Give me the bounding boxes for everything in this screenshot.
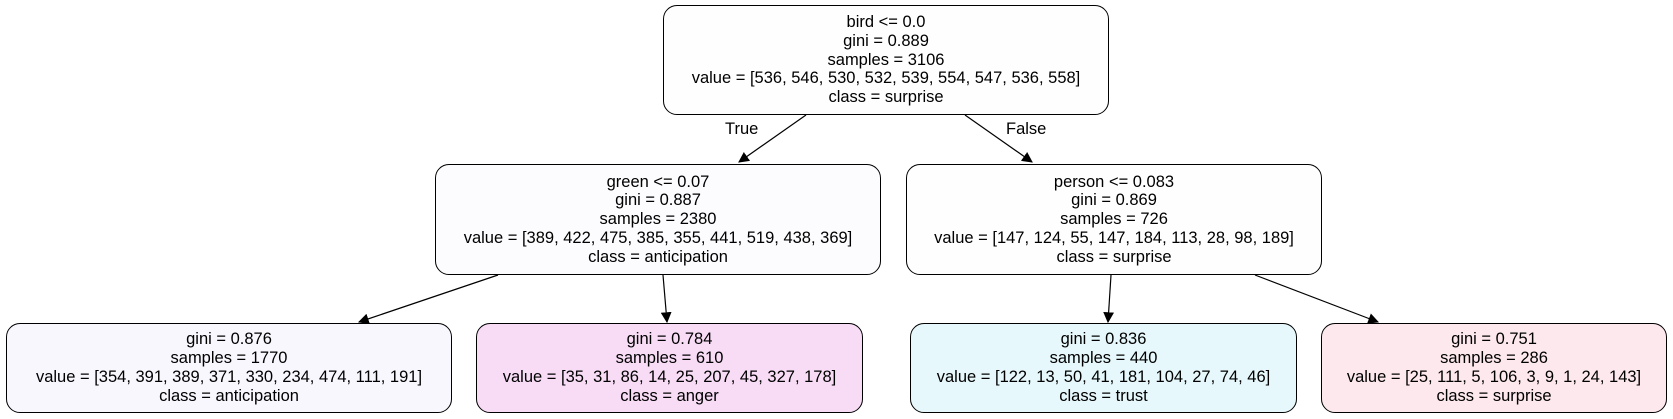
class-distribution: value = [122, 13, 50, 41, 181, 104, 27, … (936, 368, 1271, 386)
split-condition: person <= 0.083 (1053, 172, 1175, 191)
split-condition: green <= 0.07 (606, 172, 710, 191)
class-label: class = anger (620, 386, 719, 405)
edge-green-to-leaf2 (660, 274, 672, 324)
gini-value: gini = 0.751 (1451, 330, 1537, 349)
sample-count: samples = 726 (1060, 210, 1168, 229)
person-split-node: person <= 0.083 gini = 0.869 samples = 7… (906, 164, 1322, 275)
gini-value: gini = 0.836 (1060, 330, 1147, 349)
leaf-node: gini = 0.784 samples = 610 value = [35, … (476, 323, 863, 413)
gini-value: gini = 0.869 (1071, 191, 1157, 210)
sample-count: samples = 440 (1049, 349, 1158, 368)
class-label: class = surprise (1056, 247, 1172, 266)
class-label: class = anticipation (588, 247, 728, 266)
sample-count: samples = 3106 (827, 50, 945, 69)
edge-label-false: False (1006, 120, 1047, 138)
edge-green-to-leaf1 (357, 274, 499, 325)
edge-label-true: True (725, 120, 759, 138)
gini-value: gini = 0.876 (186, 330, 272, 349)
gini-value: gini = 0.784 (626, 330, 713, 349)
edge-root-to-person (964, 114, 1033, 163)
edge-root-to-green (738, 114, 807, 163)
class-label: class = surprise (828, 88, 944, 107)
split-condition: bird <= 0.0 (846, 13, 926, 31)
sample-count: samples = 610 (615, 349, 724, 368)
class-distribution: value = [389, 422, 475, 385, 355, 441, 5… (463, 228, 853, 247)
leaf-node: gini = 0.836 samples = 440 value = [122,… (910, 323, 1297, 413)
sample-count: samples = 1770 (170, 349, 288, 368)
leaf-node: gini = 0.876 samples = 1770 value = [354… (6, 323, 452, 413)
edge-person-to-leaf3 (1103, 274, 1115, 324)
class-label: class = anticipation (159, 386, 299, 405)
sample-count: samples = 286 (1440, 349, 1548, 368)
gini-value: gini = 0.889 (843, 31, 929, 50)
edge-person-to-leaf4 (1254, 274, 1380, 324)
class-label: class = trust (1059, 386, 1148, 405)
class-distribution: value = [25, 111, 5, 106, 3, 9, 1, 24, 1… (1346, 368, 1642, 386)
class-distribution: value = [354, 391, 389, 371, 330, 234, 4… (35, 368, 423, 386)
gini-value: gini = 0.887 (615, 191, 701, 210)
green-split-node: green <= 0.07 gini = 0.887 samples = 238… (435, 164, 881, 275)
class-distribution: value = [536, 546, 530, 532, 539, 554, 5… (691, 69, 1081, 88)
leaf-node: gini = 0.751 samples = 286 value = [25, … (1321, 323, 1667, 413)
root-node: bird <= 0.0 gini = 0.889 samples = 3106 … (663, 5, 1109, 115)
class-label: class = surprise (1436, 386, 1552, 405)
class-distribution: value = [35, 31, 86, 14, 25, 207, 45, 32… (502, 368, 837, 386)
class-distribution: value = [147, 124, 55, 147, 184, 113, 28… (934, 228, 1294, 247)
sample-count: samples = 2380 (599, 210, 717, 229)
